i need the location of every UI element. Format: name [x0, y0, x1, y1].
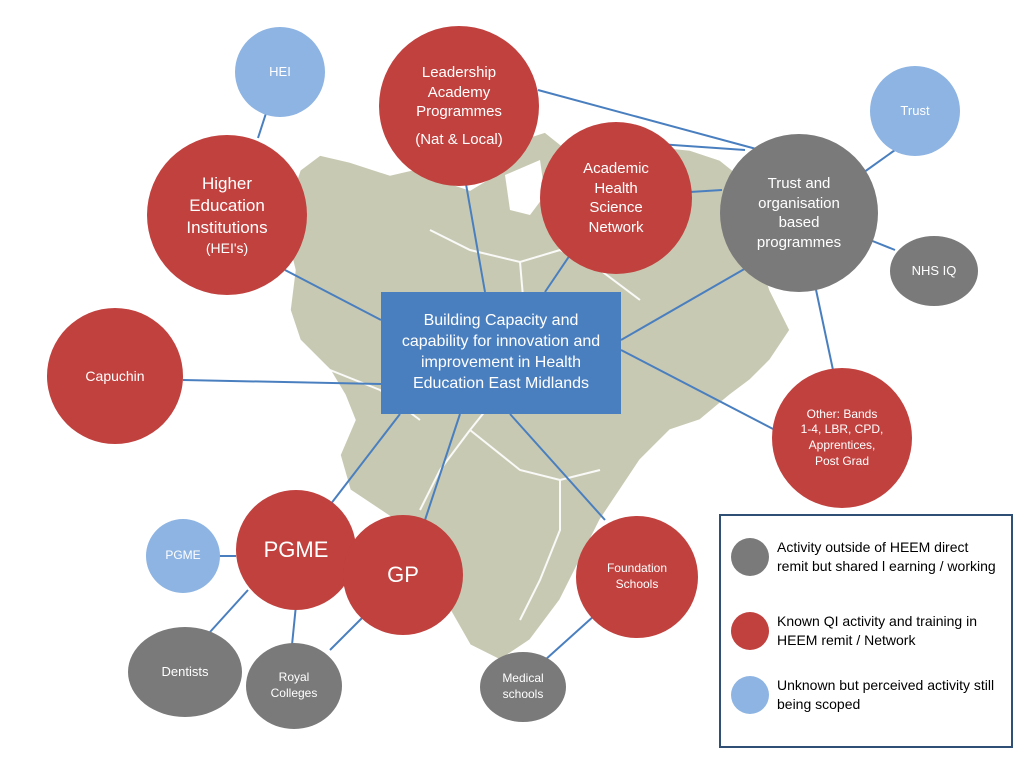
dentists-label: Dentists — [161, 663, 209, 679]
trust-programmes-node: Trust and organisation based programmes — [720, 134, 878, 292]
nhs-iq-label: NHS IQ — [911, 262, 957, 278]
dentists-node: Dentists — [128, 627, 242, 717]
foundation-schools-label: Foundation Schools — [606, 561, 668, 591]
leadership-academy-label: Leadership Academy Programmes — [416, 64, 502, 120]
legend: Activity outside of HEEM direct remit bu… — [719, 514, 1013, 748]
other-node: Other: Bands 1-4, LBR, CPD, Apprentices,… — [772, 368, 912, 508]
pgme-node: PGME — [236, 490, 356, 610]
nhs-iq-node: NHS IQ — [890, 236, 978, 306]
ahsn-node: Academic Health Science Network — [540, 122, 692, 274]
higher-education-label: Higher Education Institutions — [186, 173, 268, 237]
pgme-small-node: PGME — [146, 519, 220, 593]
map-notch — [505, 160, 545, 215]
legend-text-grey: Activity outside of HEEM direct remit bu… — [777, 539, 996, 574]
legend-item-grey: Activity outside of HEEM direct remit bu… — [731, 538, 997, 576]
hei-node: HEI — [235, 27, 325, 117]
trust-node: Trust — [870, 66, 960, 156]
legend-item-red: Known QI activity and training in HEEM r… — [731, 612, 997, 650]
hei-label: HEI — [269, 63, 291, 79]
legend-dot-red — [731, 612, 769, 650]
royal-colleges-node: Royal Colleges — [246, 643, 342, 729]
higher-education-node: Higher Education Institutions (HEI's) — [147, 135, 307, 295]
legend-item-blue: Unknown but perceived activity still bei… — [731, 676, 997, 714]
other-label: Other: Bands 1-4, LBR, CPD, Apprentices,… — [800, 406, 884, 468]
trust-programmes-label: Trust and organisation based programmes — [756, 175, 842, 251]
center-box-text: Building Capacity and capability for inn… — [401, 312, 601, 392]
medical-schools-label: Medical schools — [502, 671, 544, 701]
ahsn-label: Academic Health Science Network — [583, 160, 649, 236]
leadership-academy-node: Leadership Academy Programmes (Nat & Loc… — [379, 26, 539, 186]
royal-colleges-label: Royal Colleges — [270, 670, 318, 700]
pgme-label: PGME — [263, 536, 329, 562]
legend-dot-grey — [731, 538, 769, 576]
medical-schools-node: Medical schools — [480, 652, 566, 722]
legend-text-red: Known QI activity and training in HEEM r… — [777, 613, 977, 648]
capuchin-label: Capuchin — [85, 367, 145, 384]
legend-text-blue: Unknown but perceived activity still bei… — [777, 677, 995, 712]
legend-dot-blue — [731, 676, 769, 714]
capuchin-node: Capuchin — [47, 308, 183, 444]
leadership-academy-sublabel: (Nat & Local) — [415, 130, 503, 148]
center-box: Building Capacity and capability for inn… — [381, 292, 621, 414]
pgme-small-label: PGME — [165, 548, 201, 563]
gp-node: GP — [343, 515, 463, 635]
gp-label: GP — [387, 561, 419, 587]
trust-label: Trust — [900, 102, 930, 118]
higher-education-sublabel: (HEI's) — [205, 240, 249, 257]
foundation-schools-node: Foundation Schools — [576, 516, 698, 638]
